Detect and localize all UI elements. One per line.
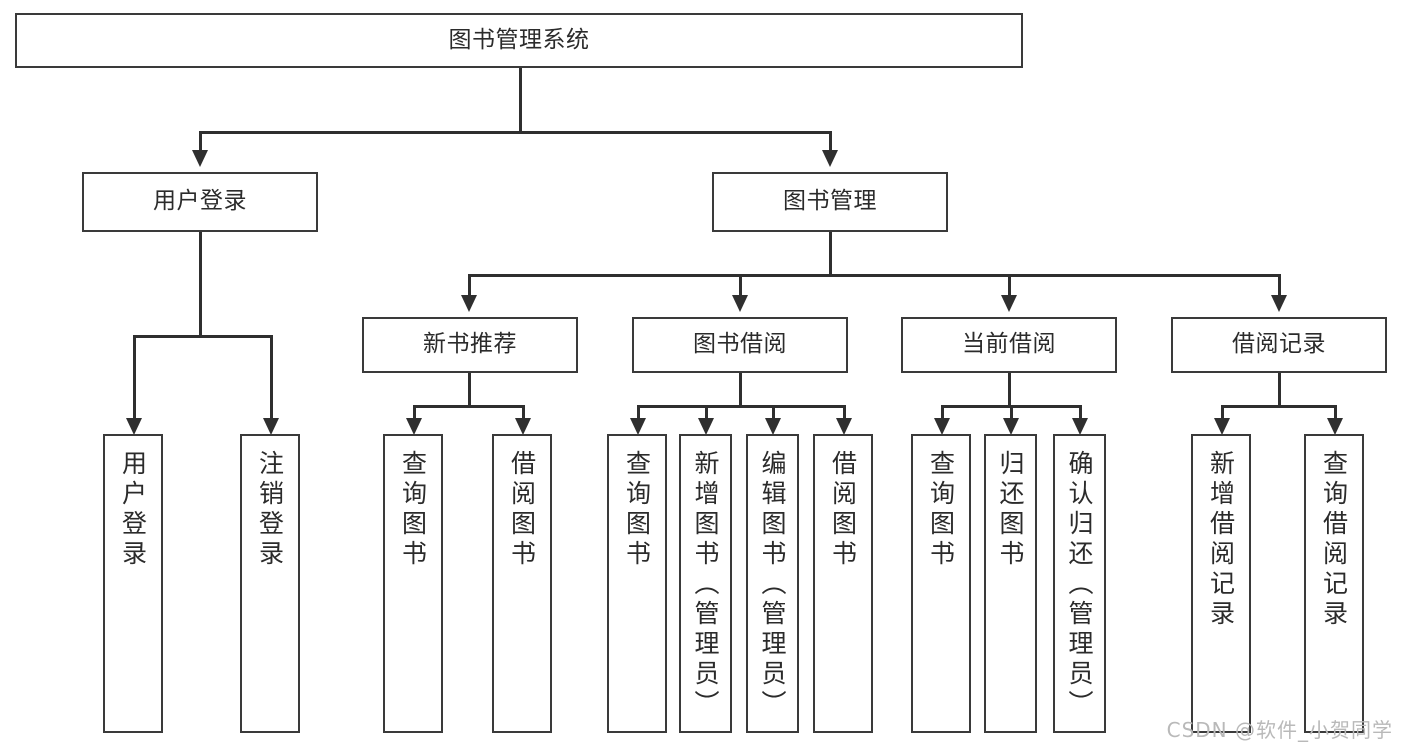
- arrowhead-cb-leaf-2: [1003, 418, 1019, 435]
- leaf-add-borrow-record[interactable]: 新增借阅记录: [1191, 434, 1251, 733]
- connector-bb-stem: [739, 373, 742, 406]
- node-label: 归还图书: [996, 450, 1025, 570]
- connector-root-stem: [519, 68, 522, 132]
- connector-cb-drop-1: [941, 405, 944, 419]
- connector-user-login-bus: [133, 335, 272, 338]
- leaf-query-book-current[interactable]: 查询图书: [911, 434, 971, 733]
- leaf-edit-book-admin[interactable]: 编辑图书（管理员）: [746, 434, 799, 733]
- connector-cb-drop-3: [1079, 405, 1082, 419]
- node-label: 图书借阅: [693, 331, 787, 358]
- node-label: 确认归还（管理员）: [1065, 450, 1094, 720]
- leaf-confirm-return-admin[interactable]: 确认归还（管理员）: [1053, 434, 1106, 733]
- node-label: 查询图书: [926, 450, 956, 570]
- node-borrow-record[interactable]: 借阅记录: [1171, 317, 1387, 373]
- leaf-logout-login[interactable]: 注销登录: [240, 434, 300, 733]
- leaf-query-book-recommend[interactable]: 查询图书: [383, 434, 443, 733]
- node-label: 查询图书: [622, 450, 652, 570]
- connector-bm-drop-3: [1008, 274, 1011, 296]
- arrowhead-bb-leaf-4: [836, 418, 852, 435]
- arrowhead-br-leaf-2: [1327, 418, 1343, 435]
- connector-user-login-drop-1: [133, 335, 136, 419]
- connector-book-manage-bus: [468, 274, 1280, 277]
- connector-root-bus: [199, 131, 831, 134]
- node-current-borrow[interactable]: 当前借阅: [901, 317, 1117, 373]
- arrowhead-bb-leaf-1: [630, 418, 646, 435]
- connector-user-login-drop-2: [270, 335, 273, 419]
- connector-br-drop-2: [1334, 405, 1337, 419]
- connector-bb-drop-1: [637, 405, 640, 419]
- leaf-user-login[interactable]: 用户登录: [103, 434, 163, 733]
- connector-bb-drop-2: [705, 405, 708, 419]
- arrowhead-cb-leaf-3: [1072, 418, 1088, 435]
- arrowhead-bb-leaf-3: [765, 418, 781, 435]
- leaf-borrow-book-recommend[interactable]: 借阅图书: [492, 434, 552, 733]
- leaf-query-borrow-record[interactable]: 查询借阅记录: [1304, 434, 1364, 733]
- arrowhead-br-leaf-1: [1214, 418, 1230, 435]
- connector-user-login-stem: [199, 232, 202, 336]
- connector-bb-drop-4: [843, 405, 846, 419]
- node-label: 查询图书: [398, 450, 428, 570]
- leaf-borrow-book-borrow[interactable]: 借阅图书: [813, 434, 873, 733]
- node-label: 新书推荐: [423, 331, 517, 358]
- connector-br-bus: [1221, 405, 1336, 408]
- arrowhead-bm-borrow-record: [1271, 295, 1287, 312]
- arrowhead-user-login-leaf-2: [263, 418, 279, 435]
- arrowhead-nbr-leaf-2: [515, 418, 531, 435]
- node-book-borrow[interactable]: 图书借阅: [632, 317, 848, 373]
- connector-bb-drop-3: [772, 405, 775, 419]
- connector-bm-drop-4: [1278, 274, 1281, 296]
- connector-book-manage-stem: [829, 232, 832, 275]
- arrowhead-cb-leaf-1: [934, 418, 950, 435]
- arrowhead-nbr-leaf-1: [406, 418, 422, 435]
- connector-nbr-stem: [468, 373, 471, 406]
- connector-bm-drop-2: [739, 274, 742, 296]
- node-user-login[interactable]: 用户登录: [82, 172, 318, 232]
- connector-root-to-user-login: [199, 131, 202, 151]
- leaf-return-book[interactable]: 归还图书: [984, 434, 1037, 733]
- node-label: 用户登录: [153, 188, 247, 215]
- arrowhead-bm-book-borrow: [732, 295, 748, 312]
- connector-br-drop-1: [1221, 405, 1224, 419]
- connector-bm-drop-1: [468, 274, 471, 296]
- connector-bb-bus: [637, 405, 845, 408]
- node-label: 借阅图书: [828, 450, 858, 570]
- arrowhead-bm-current-borrow: [1001, 295, 1017, 312]
- node-label: 编辑图书（管理员）: [758, 450, 787, 720]
- node-label: 图书管理: [783, 188, 877, 215]
- arrowhead-bm-new-book: [461, 295, 477, 312]
- node-label: 借阅记录: [1232, 331, 1326, 358]
- leaf-query-book-borrow[interactable]: 查询图书: [607, 434, 667, 733]
- connector-cb-drop-2: [1010, 405, 1013, 419]
- arrowhead-root-to-user-login: [192, 150, 208, 167]
- node-label: 新增图书（管理员）: [691, 450, 720, 720]
- connector-nbr-drop-1: [413, 405, 416, 419]
- arrowhead-root-to-book-manage: [822, 150, 838, 167]
- connector-nbr-bus: [413, 405, 524, 408]
- node-label: 借阅图书: [507, 450, 537, 570]
- node-book-manage[interactable]: 图书管理: [712, 172, 948, 232]
- connector-nbr-drop-2: [522, 405, 525, 419]
- arrowhead-user-login-leaf-1: [126, 418, 142, 435]
- connector-br-stem: [1278, 373, 1281, 406]
- connector-cb-stem: [1008, 373, 1011, 406]
- leaf-add-book-admin[interactable]: 新增图书（管理员）: [679, 434, 732, 733]
- node-label: 新增借阅记录: [1206, 450, 1236, 630]
- node-book-management-system[interactable]: 图书管理系统: [15, 13, 1023, 68]
- node-label: 注销登录: [255, 450, 285, 570]
- node-label: 当前借阅: [962, 331, 1056, 358]
- node-label: 用户登录: [118, 450, 148, 570]
- node-label: 图书管理系统: [448, 26, 590, 53]
- arrowhead-bb-leaf-2: [698, 418, 714, 435]
- connector-root-to-book-manage: [829, 131, 832, 151]
- node-label: 查询借阅记录: [1319, 450, 1349, 630]
- node-new-book-recommend[interactable]: 新书推荐: [362, 317, 578, 373]
